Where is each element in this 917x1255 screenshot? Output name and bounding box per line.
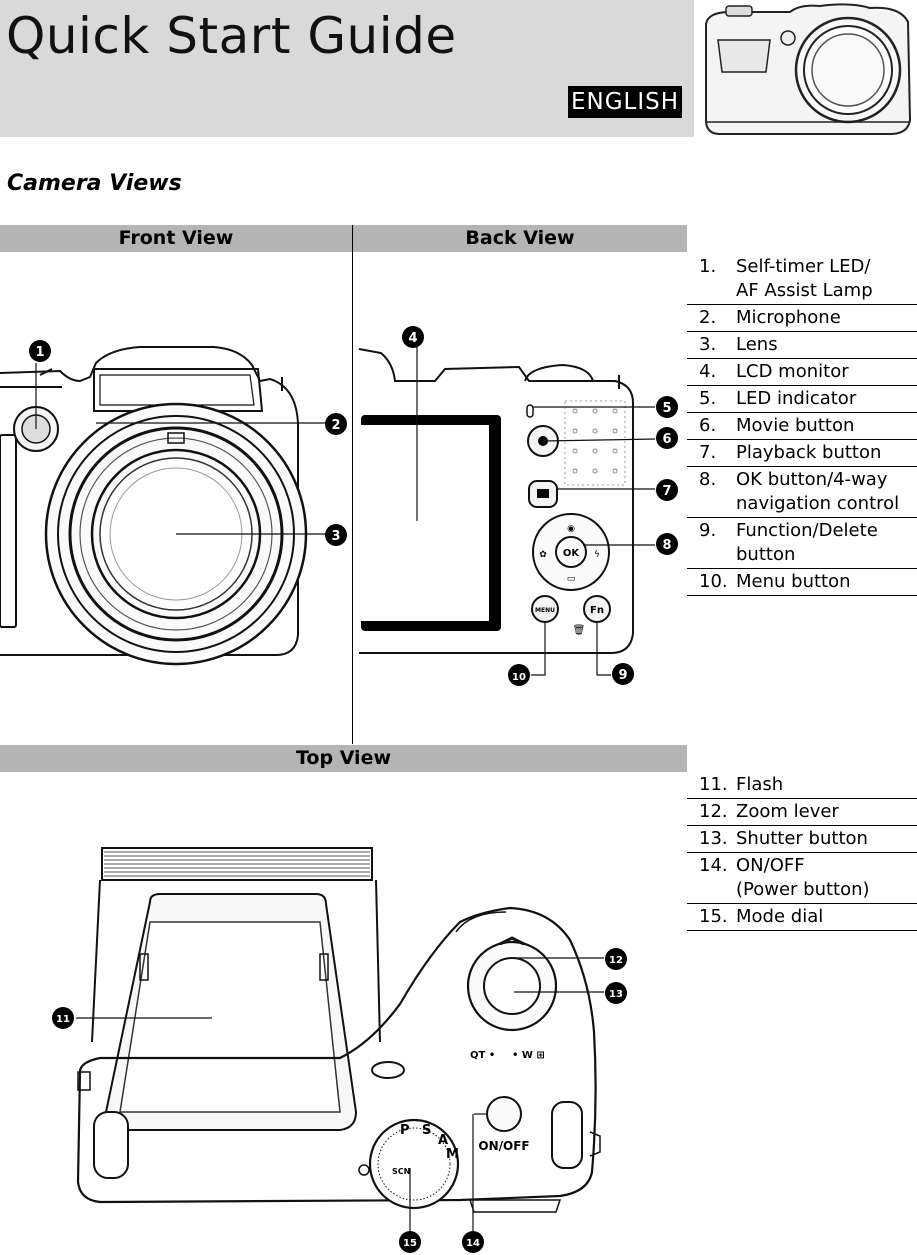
legend-item: 12.Zoom lever xyxy=(687,799,917,826)
zoom-w-label: W xyxy=(522,1050,533,1061)
callout-9-label: 9 xyxy=(618,668,627,683)
callout-1-marker xyxy=(29,340,51,362)
callout-4-marker xyxy=(402,326,424,348)
callout-2-marker xyxy=(325,413,347,435)
legend-item: 8.OK button/4-way navigation control xyxy=(687,467,917,518)
zoom-t-label: T xyxy=(479,1050,486,1061)
dial-s-label: S xyxy=(422,1123,431,1138)
callout-10-label: 10 xyxy=(512,672,526,683)
legend-item: 2.Microphone xyxy=(687,305,917,332)
back-view-diagram: OK ✿ ϟ ▭ ◉ MENU Fn 🗑 4 5 6 xyxy=(353,253,687,744)
section-title: Camera Views xyxy=(7,171,182,196)
legend-item: 14.ON/OFF (Power button) xyxy=(687,853,917,904)
svg-text:▭: ▭ xyxy=(567,574,576,584)
callout-4-label: 4 xyxy=(408,331,417,346)
callout-1-label: 1 xyxy=(35,345,44,360)
svg-text:🗑: 🗑 xyxy=(573,624,586,636)
callout-13-marker xyxy=(605,982,627,1004)
dial-scn-label: SCN xyxy=(392,1167,410,1176)
legend-item: 9.Function/Delete button xyxy=(687,518,917,569)
callout-6-marker xyxy=(656,427,678,449)
svg-text:◉: ◉ xyxy=(567,524,575,534)
callout-12-label: 12 xyxy=(609,955,623,966)
callout-8-marker xyxy=(656,533,678,555)
front-back-legend: 1.Self-timer LED/ AF Assist Lamp 2.Micro… xyxy=(687,254,917,596)
callout-10-marker xyxy=(508,664,530,686)
camera-thumbnail-illustration xyxy=(700,0,912,137)
onoff-label: ON/OFF xyxy=(478,1139,529,1153)
legend-item: 3.Lens xyxy=(687,332,917,359)
callout-15-label: 15 xyxy=(403,1238,417,1249)
language-badge: ENGLISH xyxy=(568,86,683,118)
legend-item: 1.Self-timer LED/ AF Assist Lamp xyxy=(687,254,917,305)
callout-15-marker xyxy=(399,1231,421,1253)
callout-14-marker xyxy=(462,1231,484,1253)
callout-14-label: 14 xyxy=(466,1238,480,1249)
callout-3-marker xyxy=(325,524,347,546)
front-view-heading: Front View xyxy=(0,225,352,252)
svg-text:✿: ✿ xyxy=(539,550,547,560)
callout-13-label: 13 xyxy=(609,989,623,1000)
legend-item: 6.Movie button xyxy=(687,413,917,440)
legend-item: 10.Menu button xyxy=(687,569,917,596)
callout-8-label: 8 xyxy=(662,538,671,553)
title-banner: Quick Start Guide ENGLISH xyxy=(0,0,694,137)
fn-button-label: Fn xyxy=(590,605,604,616)
callout-3-label: 3 xyxy=(331,529,340,544)
legend-item: 5.LED indicator xyxy=(687,386,917,413)
svg-text:QT •: QT • xyxy=(470,1050,495,1061)
legend-item: 4.LCD monitor xyxy=(687,359,917,386)
callout-9-marker xyxy=(612,663,634,685)
top-view-legend: 11.Flash 12.Zoom lever 13.Shutter button… xyxy=(687,772,917,931)
callout-5-label: 5 xyxy=(662,401,671,416)
column-divider xyxy=(352,225,353,744)
top-view-heading: Top View xyxy=(0,745,687,772)
dial-a-label: A xyxy=(438,1133,448,1148)
callout-6-label: 6 xyxy=(662,432,671,447)
legend-item: 7.Playback button xyxy=(687,440,917,467)
ok-button-label: OK xyxy=(563,548,581,559)
callout-11-marker xyxy=(52,1007,74,1029)
legend-item: 13.Shutter button xyxy=(687,826,917,853)
dial-m-label: M xyxy=(446,1147,459,1162)
legend-item: 11.Flash xyxy=(687,772,917,799)
svg-text:ϟ: ϟ xyxy=(594,550,600,560)
svg-text:• W ⊞: • W ⊞ xyxy=(512,1050,545,1061)
front-view-diagram: 1 2 3 xyxy=(0,253,352,744)
top-view-diagram: QT • • W ⊞ ON/OFF S A M P SCN xyxy=(0,772,687,1255)
menu-button-label: MENU xyxy=(535,607,555,614)
legend-item: 15.Mode dial xyxy=(687,904,917,931)
page-title: Quick Start Guide xyxy=(6,7,457,65)
callout-7-marker xyxy=(656,479,678,501)
dial-p-label: P xyxy=(400,1123,410,1138)
callout-12-marker xyxy=(605,948,627,970)
callout-7-label: 7 xyxy=(662,484,671,499)
callout-11-label: 11 xyxy=(56,1014,70,1025)
back-view-heading: Back View xyxy=(353,225,687,252)
callout-2-label: 2 xyxy=(331,418,340,433)
callout-5-marker xyxy=(656,396,678,418)
